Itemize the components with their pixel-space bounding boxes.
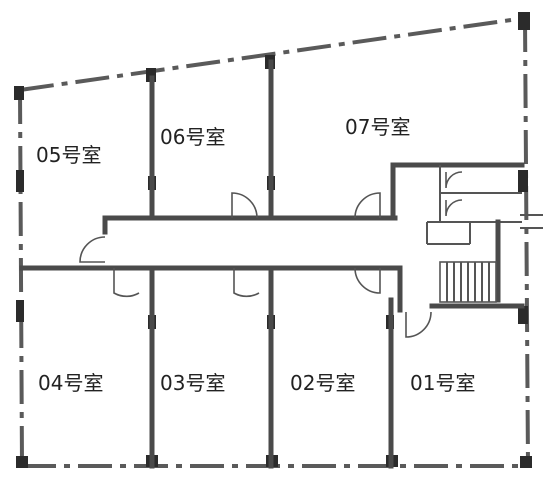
- room-label-01: 01号室: [410, 371, 475, 395]
- staircase: [439, 261, 497, 303]
- room-label-04: 04号室: [38, 371, 103, 395]
- exterior-boundary: [18, 16, 530, 468]
- room-labels: 05号室 06号室 07号室 04号室 03号室 02号室 01号室: [36, 115, 475, 395]
- room-label-02: 02号室: [290, 371, 355, 395]
- room-label-07: 07号室: [345, 115, 410, 139]
- room-label-05: 05号室: [36, 143, 101, 167]
- room-label-06: 06号室: [160, 125, 225, 149]
- door-swings: [79, 171, 463, 338]
- room-label-03: 03号室: [160, 371, 225, 395]
- interior-walls: [19, 59, 543, 469]
